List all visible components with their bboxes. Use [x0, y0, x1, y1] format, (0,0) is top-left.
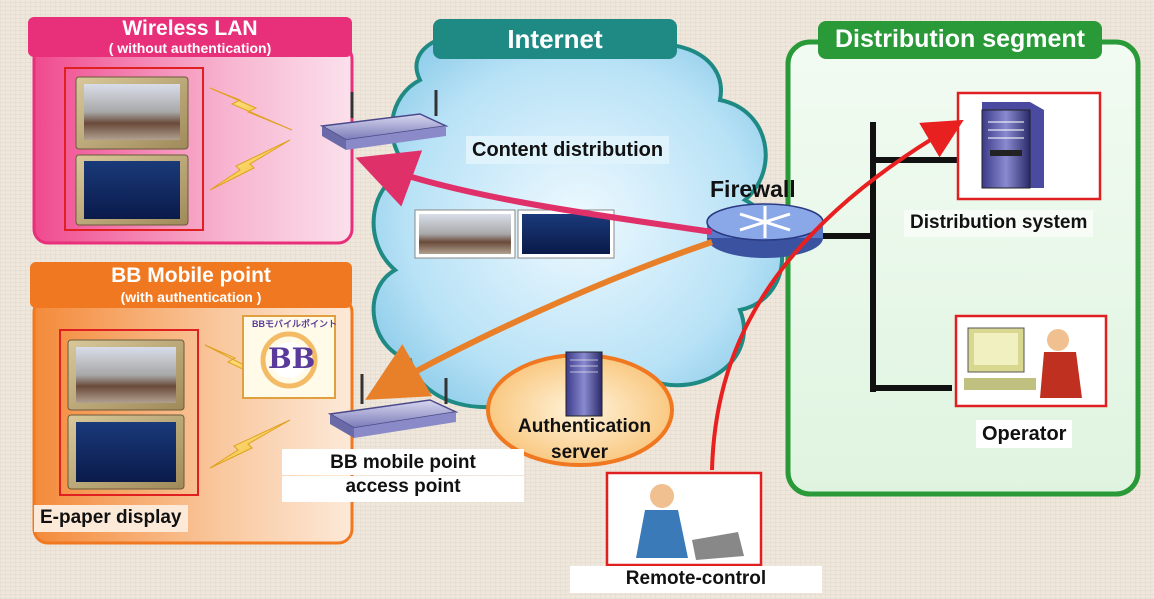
server-icon — [565, 351, 603, 417]
content-thumbnails — [414, 209, 615, 259]
remote-control — [605, 471, 763, 567]
bb-mobile-displays — [59, 329, 199, 496]
distribution-system — [956, 91, 1102, 201]
operator-label: Operator — [976, 420, 1073, 448]
distribution-segment-header — [818, 21, 1102, 59]
firewall-label: Firewall — [710, 176, 796, 202]
wireless-lan-displays — [64, 67, 204, 231]
bb-logo-caption: BBモバイルポイント — [252, 319, 337, 329]
bb-access-point-label-line2: access point — [282, 476, 524, 502]
server-icon — [981, 102, 1044, 189]
content-flow-arrows — [355, 119, 964, 471]
wireless-lan-header — [28, 17, 352, 57]
remote-control-label: Remote-control — [570, 566, 822, 593]
distribution-bus — [823, 122, 962, 392]
pink-arrow — [355, 150, 713, 235]
e-paper-display-screen — [67, 414, 185, 490]
distribution-system-label: Distribution system — [904, 210, 1094, 237]
e-paper-display-label: E-paper display — [34, 505, 188, 532]
bb-logo — [242, 315, 336, 399]
e-paper-display-photo — [67, 339, 185, 411]
bb-mobile-point-header — [30, 262, 352, 308]
operator-person-icon — [964, 327, 1082, 398]
internet-title: Internet — [507, 24, 603, 54]
distribution-segment-title: Distribution segment — [834, 25, 1085, 53]
operator — [954, 314, 1108, 408]
firewall-router-icon — [706, 203, 824, 258]
content-distribution-label: Content distribution — [466, 136, 670, 164]
authentication-server — [486, 351, 674, 467]
bb-access-point-icon — [327, 374, 459, 438]
bb-mobile-point-subtitle: (with authentication ) — [120, 289, 262, 305]
authentication-server-label-line2: server — [551, 442, 609, 463]
wireless-lan-subtitle: ( without authentication) — [108, 40, 272, 56]
e-paper-display-screen — [75, 154, 189, 226]
authentication-server-label-line1: Authentication — [518, 416, 651, 437]
bb-mobile-point-title: BB Mobile point — [111, 264, 271, 287]
bb-logo-text: BB — [268, 342, 316, 375]
red-arrow — [710, 119, 964, 471]
e-paper-display-photo — [75, 76, 189, 150]
remote-control-person-icon — [636, 484, 744, 560]
orange-arrow — [365, 239, 713, 400]
bb-access-point-label-line1: BB mobile point — [282, 449, 524, 475]
wireless-lan-title: Wireless LAN — [122, 17, 258, 40]
wireless-access-point-icon — [319, 90, 449, 150]
internet-header — [433, 19, 677, 59]
